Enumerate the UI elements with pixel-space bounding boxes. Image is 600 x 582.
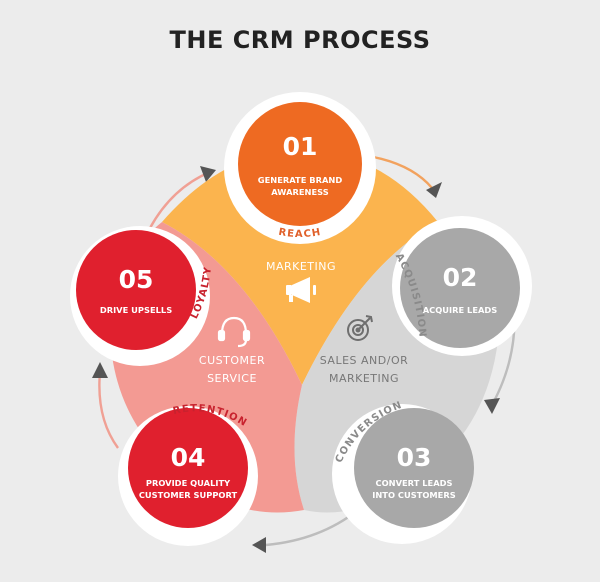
step-04-number: 04 [171, 443, 206, 472]
marketing-sector [162, 150, 438, 385]
step-04: 04 PROVIDE QUALITY CUSTOMER SUPPORT [128, 408, 248, 528]
step-01: 01 GENERATE BRAND AWARENESS [238, 102, 362, 226]
arrowhead-1 [426, 182, 442, 198]
step-05-circle [76, 230, 196, 350]
step-04-circle [128, 408, 248, 528]
step-01-label-line1: GENERATE BRAND [258, 175, 343, 185]
arrowhead-4 [92, 362, 108, 378]
sales-sector-label-line2: MARKETING [329, 372, 399, 385]
step-01-circle [238, 102, 362, 226]
cycle-arc-3 [265, 509, 359, 547]
step-03-label-line2: INTO CUSTOMERS [372, 490, 455, 500]
step-02: 02 ACQUIRE LEADS [400, 228, 520, 348]
headset-icon [217, 316, 251, 348]
step-05: 05 DRIVE UPSELLS [76, 230, 196, 350]
step-03-label-line1: CONVERT LEADS [376, 478, 453, 488]
step-02-circle [400, 228, 520, 348]
target-icon [347, 315, 373, 341]
cycle-arc-4 [98, 371, 119, 449]
step-01-label-line2: AWARENESS [271, 187, 329, 197]
step-05-label-line1: DRIVE UPSELLS [100, 305, 172, 315]
arrowhead-3 [252, 537, 266, 553]
step-03-circle [354, 408, 474, 528]
arrowhead-5 [200, 166, 216, 182]
service-sector-label-line2: SERVICE [207, 372, 257, 385]
service-sector-label-line1: CUSTOMER [199, 354, 265, 367]
step-03: 03 CONVERT LEADS INTO CUSTOMERS [354, 408, 474, 528]
cycle-arrowheads [92, 166, 500, 553]
step-04-label-line2: CUSTOMER SUPPORT [139, 490, 238, 500]
step-02-label-line1: ACQUIRE LEADS [423, 305, 498, 315]
step-03-number: 03 [397, 443, 432, 472]
step-04-label-line1: PROVIDE QUALITY [146, 478, 231, 488]
step-01-number: 01 [283, 132, 318, 161]
step-05-number: 05 [119, 265, 154, 294]
marketing-sector-label: MARKETING [266, 260, 336, 273]
step-02-number: 02 [443, 263, 478, 292]
arrowhead-2 [484, 398, 500, 414]
page-title: THE CRM PROCESS [169, 26, 431, 54]
cycle-arc-5 [148, 170, 211, 229]
sales-sector-label-line1: SALES AND/OR [320, 354, 409, 367]
stage-reach-label: REACH [278, 227, 323, 240]
megaphone-icon [286, 277, 316, 303]
